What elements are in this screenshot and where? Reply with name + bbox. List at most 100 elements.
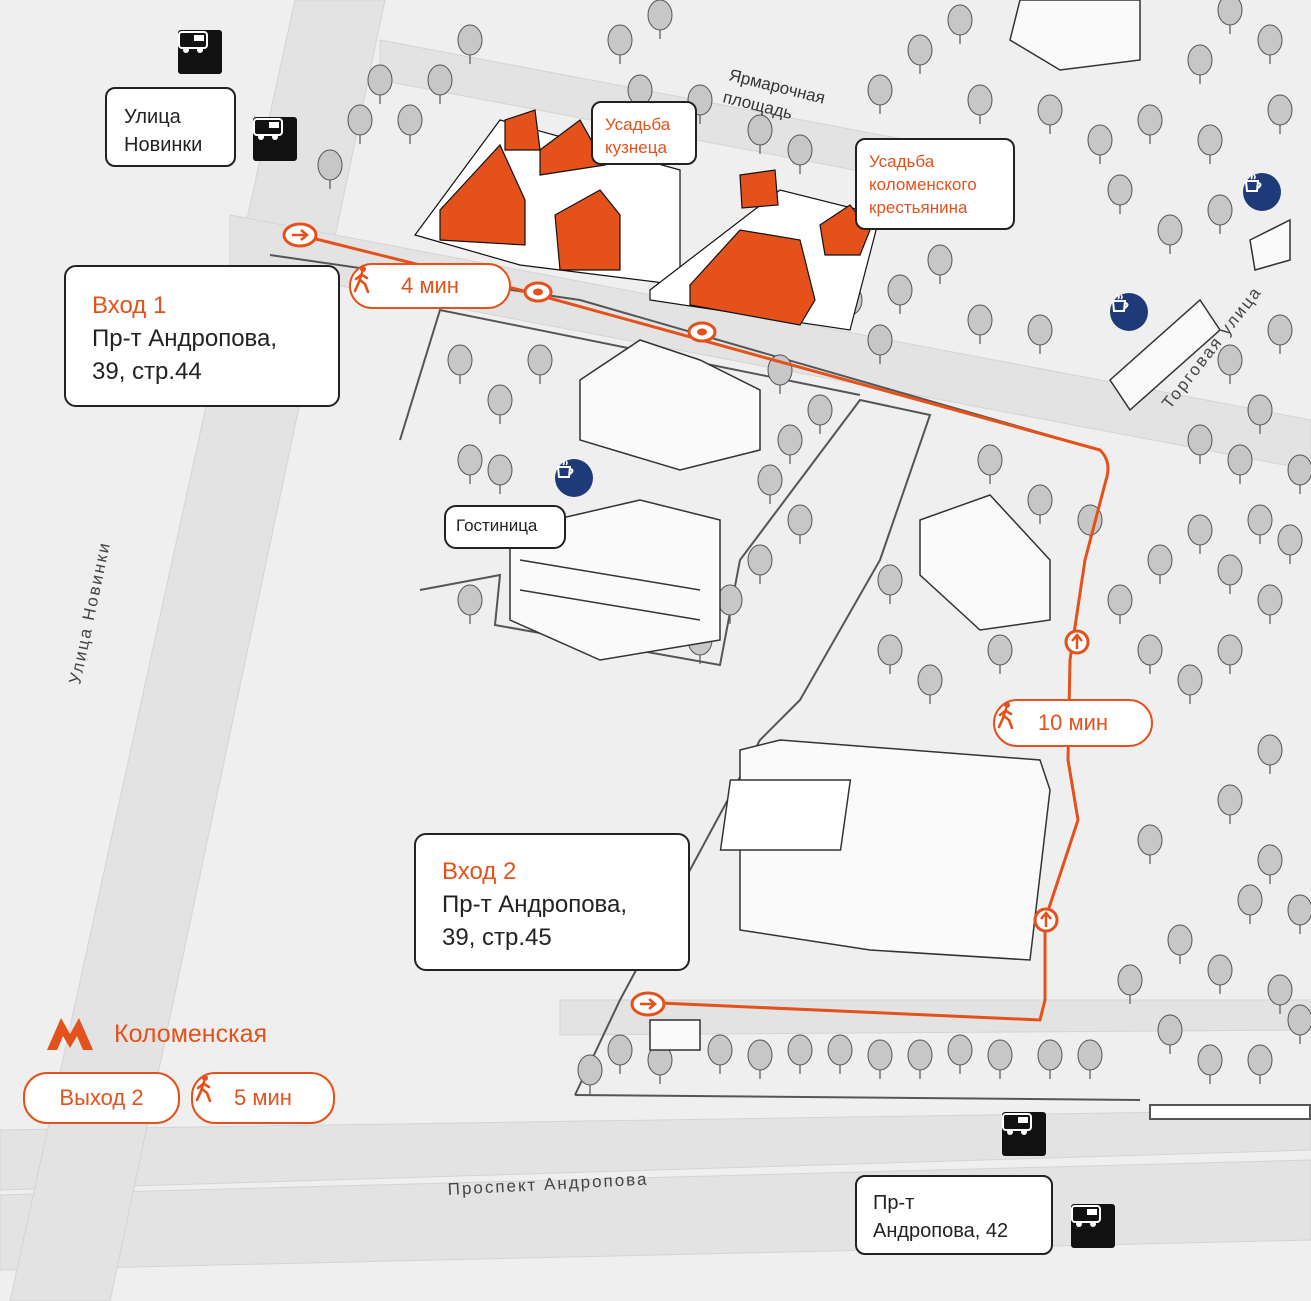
metro-m-icon <box>47 1018 93 1050</box>
entrance2-callout: Вход 2 Пр-т Андропова, 39, стр.45 <box>414 833 690 971</box>
entrance1-address-line2: 39, стр.44 <box>92 358 202 385</box>
tree <box>1267 314 1293 346</box>
peasant-barn <box>739 169 779 209</box>
tree <box>747 1039 773 1071</box>
bus-icon <box>253 117 297 161</box>
walking-person-icon <box>195 1075 212 1102</box>
tree <box>867 1039 893 1071</box>
metro-walk-pill: 5 мин <box>191 1072 335 1124</box>
tree <box>487 384 513 416</box>
tree <box>927 244 953 276</box>
tree <box>1077 1039 1103 1071</box>
estates-highlighted <box>414 109 881 331</box>
tree <box>1217 634 1243 666</box>
tree <box>1237 884 1263 916</box>
tree <box>787 1034 813 1066</box>
tree <box>1267 94 1293 126</box>
tree <box>1257 584 1283 616</box>
tree <box>1137 634 1163 666</box>
arrow-up-icon <box>1064 629 1090 655</box>
tree <box>1187 514 1213 546</box>
entrance2-address-line1: Пр-т Андропова, <box>442 891 628 918</box>
tree <box>877 634 903 666</box>
walk-time-route1: 4 мин <box>349 263 511 309</box>
tree <box>1147 544 1173 576</box>
tree <box>917 664 943 696</box>
arrow-up-icon <box>1033 907 1059 933</box>
entrance1-address-line1: Пр-т Андропова, <box>92 325 278 352</box>
entrance2-title: Вход 2 <box>442 858 517 885</box>
tree <box>1107 174 1133 206</box>
tree <box>877 564 903 596</box>
tree <box>1287 894 1311 926</box>
metro-exit-pill: Выход 2 <box>23 1072 180 1124</box>
estate-building <box>919 494 1051 631</box>
manor-building <box>579 339 761 471</box>
tree <box>987 1039 1013 1071</box>
blacksmith-barn <box>504 109 541 151</box>
tree <box>787 134 813 166</box>
tree <box>487 454 513 486</box>
tree <box>397 104 423 136</box>
peasant-house <box>689 229 816 326</box>
arrow-right-icon <box>282 222 318 248</box>
tree <box>427 64 453 96</box>
tree <box>457 444 483 476</box>
bus-stop-novinki-callout: Улица Новинки <box>105 87 236 167</box>
tree <box>457 24 483 56</box>
metro-station-name: Коломенская <box>114 1020 268 1048</box>
tree <box>1257 734 1283 766</box>
tree <box>757 464 783 496</box>
tree <box>317 149 343 181</box>
tree <box>1087 124 1113 156</box>
tree <box>747 114 773 146</box>
route-marker-1-dot <box>533 288 543 296</box>
tree <box>1027 314 1053 346</box>
tree <box>707 1034 733 1066</box>
tree <box>887 274 913 306</box>
tree <box>987 634 1013 666</box>
tree <box>1247 394 1273 426</box>
tree <box>1217 554 1243 586</box>
walk-time-route2-label: 10 мин <box>1037 710 1109 735</box>
entrance1-title: Вход 1 <box>92 292 167 319</box>
tree <box>1157 214 1183 246</box>
arrow-right-icon <box>630 991 666 1017</box>
blacksmith-shed <box>539 119 606 176</box>
tree <box>607 1034 633 1066</box>
tree <box>457 584 483 616</box>
blacksmith-house <box>439 143 526 246</box>
tree <box>747 544 773 576</box>
coffee-cup-icon <box>1110 293 1148 331</box>
walking-route <box>299 233 1110 1022</box>
tree <box>1257 844 1283 876</box>
tree <box>577 1054 603 1086</box>
peasant-estate-label: Усадьба коломенского крестьянина <box>855 138 1015 230</box>
coffee-cup-icon <box>1243 173 1281 211</box>
road-entrance2 <box>559 999 1311 1036</box>
walking-person-icon <box>353 266 370 293</box>
hotel-label: Гостиница <box>444 505 566 549</box>
tree <box>1277 524 1303 556</box>
tree <box>1137 824 1163 856</box>
bus-stop-andropova-line1: Пр-т <box>873 1192 915 1214</box>
walk-time-route1-label: 4 мин <box>401 273 459 298</box>
street-novinki-label: Улица Новинки <box>65 539 114 685</box>
tree <box>1257 24 1283 56</box>
blacksmith-label-line2: кузнеца <box>605 138 667 157</box>
tree <box>1207 954 1233 986</box>
tree <box>947 1034 973 1066</box>
kiosk-1 <box>1249 218 1291 271</box>
entrance-arrows <box>282 222 1090 1017</box>
road-andropova-north <box>0 1109 1311 1191</box>
entrance2-address-line2: 39, стр.45 <box>442 924 552 951</box>
entrance1-callout: Вход 1 Пр-т Андропова, 39, стр.44 <box>64 265 340 407</box>
walking-person-icon <box>997 702 1014 729</box>
peasant-label-line3: крестьянина <box>869 198 968 217</box>
bus-stop-andropova-callout: Пр-т Андропова, 42 <box>855 1175 1053 1255</box>
tree <box>1247 504 1273 536</box>
bus-stop-andropova-line2: Андропова, 42 <box>873 1220 1009 1242</box>
tree <box>867 324 893 356</box>
tree <box>1137 104 1163 136</box>
